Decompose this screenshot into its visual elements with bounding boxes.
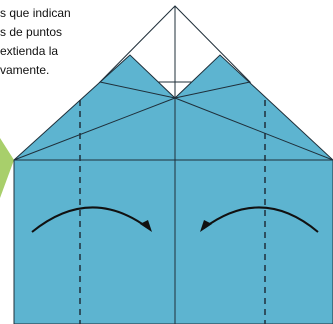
caption-line-3: extienda la xyxy=(0,44,59,58)
fold-line-left xyxy=(13,97,176,161)
fold-line-right xyxy=(174,97,333,161)
caption-line-1: s que indican xyxy=(0,6,71,20)
curved-arrow-right-icon xyxy=(31,206,152,233)
right-flap-edge xyxy=(174,81,251,99)
instruction-caption: s que indican s de puntos extienda la va… xyxy=(0,4,150,80)
caption-line-4: vamente. xyxy=(0,63,50,77)
green-tab xyxy=(0,138,14,198)
caption-line-2: s de puntos xyxy=(0,25,63,39)
curved-arrow-left-icon xyxy=(200,206,319,233)
paper-body xyxy=(13,54,333,324)
left-flap-edge xyxy=(99,81,176,99)
